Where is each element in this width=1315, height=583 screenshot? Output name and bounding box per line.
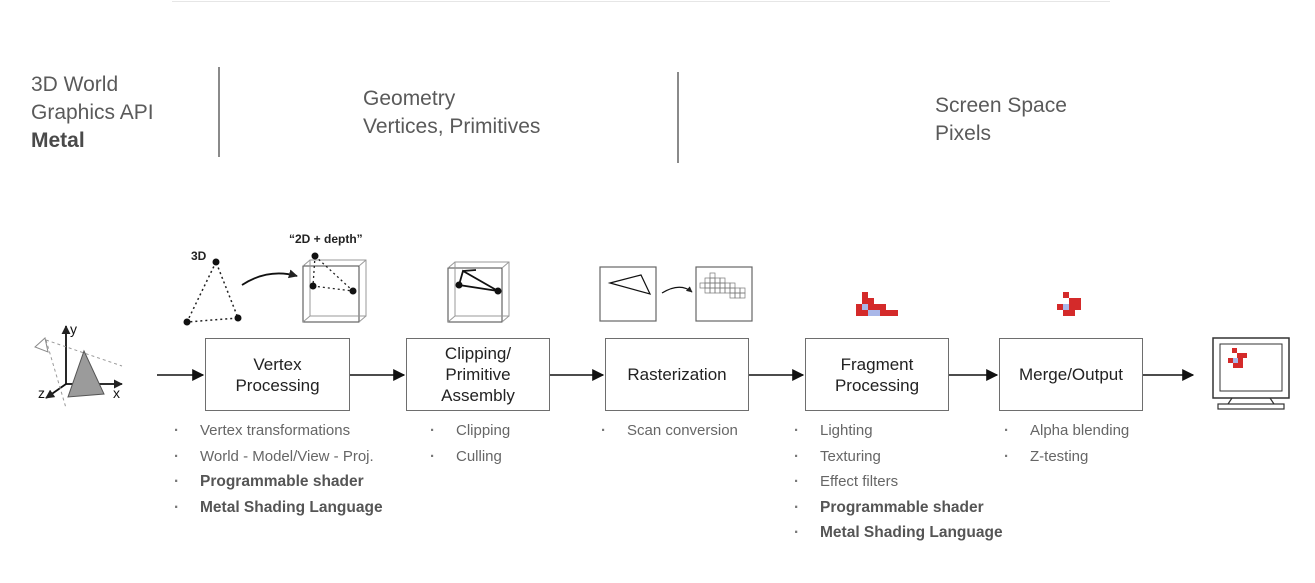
bullet-item: Culling	[430, 448, 510, 474]
api-header-line: 3D World	[31, 73, 119, 96]
api-header: 3D World Graphics API Metal	[31, 71, 154, 155]
geometry-header-line: Vertices, Primitives	[363, 115, 541, 138]
raster-triangle-icon	[599, 266, 657, 322]
api-header-bold: Metal	[31, 129, 85, 152]
stage-rasterization: Rasterization	[605, 338, 749, 411]
stage-merge-output: Merge/Output	[999, 338, 1143, 411]
bullet-item: Lighting	[794, 422, 1003, 448]
stage-label: Fragment Processing	[834, 354, 920, 395]
bullet-item-bold: Metal Shading Language	[794, 524, 1003, 550]
header-separator	[218, 67, 220, 157]
geometry-header-line: Geometry	[363, 87, 456, 110]
axis-y-label: y	[70, 321, 77, 337]
projection-box-icon	[302, 252, 367, 323]
vertex-bullets: Vertex transformations World - Model/Vie…	[174, 422, 383, 524]
screen-space-header-line: Screen Space	[935, 94, 1067, 117]
bullet-item-bold: Programmable shader	[794, 499, 1003, 525]
geometry-header: Geometry Vertices, Primitives	[363, 85, 540, 141]
raster-grid-icon	[695, 266, 753, 322]
bullet-item: Clipping	[430, 422, 510, 448]
bullet-item: Vertex transformations	[174, 422, 383, 448]
axis-z-label: z	[38, 385, 45, 401]
clipping-bullets: Clipping Culling	[430, 422, 510, 473]
stage-vertex-processing: Vertex Processing	[205, 338, 350, 411]
bullet-item-bold: Metal Shading Language	[174, 499, 383, 525]
axes-icon	[34, 325, 123, 409]
bullet-item: World - Model/View - Proj.	[174, 448, 383, 474]
bullet-item: Scan conversion	[601, 422, 738, 448]
merge-bullets: Alpha blending Z-testing	[1004, 422, 1129, 473]
top-divider	[172, 1, 1110, 2]
bullet-item-bold: Programmable shader	[174, 473, 383, 499]
stage-fragment-processing: Fragment Processing	[805, 338, 949, 411]
stage-clipping-assembly: Clipping/ Primitive Assembly	[406, 338, 550, 411]
clipping-box-icon	[447, 261, 510, 323]
stage-label: Merge/Output	[1019, 365, 1123, 384]
fragment-bullets: Lighting Texturing Effect filters Progra…	[794, 422, 1003, 550]
bullet-item: Texturing	[794, 448, 1003, 474]
label-3d: 3D	[191, 249, 207, 263]
header-separator	[677, 72, 679, 163]
fragment-pixels-icon	[856, 292, 898, 316]
bullet-item: Z-testing	[1004, 448, 1129, 474]
triangle-3d-icon	[183, 258, 242, 326]
label-2d-depth: “2D + depth”	[289, 232, 363, 246]
merge-pixels-icon	[1057, 292, 1081, 316]
screen-space-header-line: Pixels	[935, 122, 992, 145]
rasterization-bullets: Scan conversion	[601, 422, 738, 448]
stage-label: Rasterization	[627, 365, 727, 384]
curved-arrow-icon	[661, 286, 693, 294]
curved-arrow-icon	[241, 269, 298, 286]
api-header-line: Graphics API	[31, 101, 154, 124]
stage-label: Vertex Processing	[235, 354, 320, 395]
bullet-item: Alpha blending	[1004, 422, 1129, 448]
screen-space-header: Screen Space Pixels	[935, 92, 1067, 148]
stage-label: Clipping/ Primitive Assembly	[441, 344, 515, 405]
monitor-icon	[1212, 337, 1290, 410]
bullet-item: Effect filters	[794, 473, 1003, 499]
axis-x-label: x	[113, 385, 120, 401]
